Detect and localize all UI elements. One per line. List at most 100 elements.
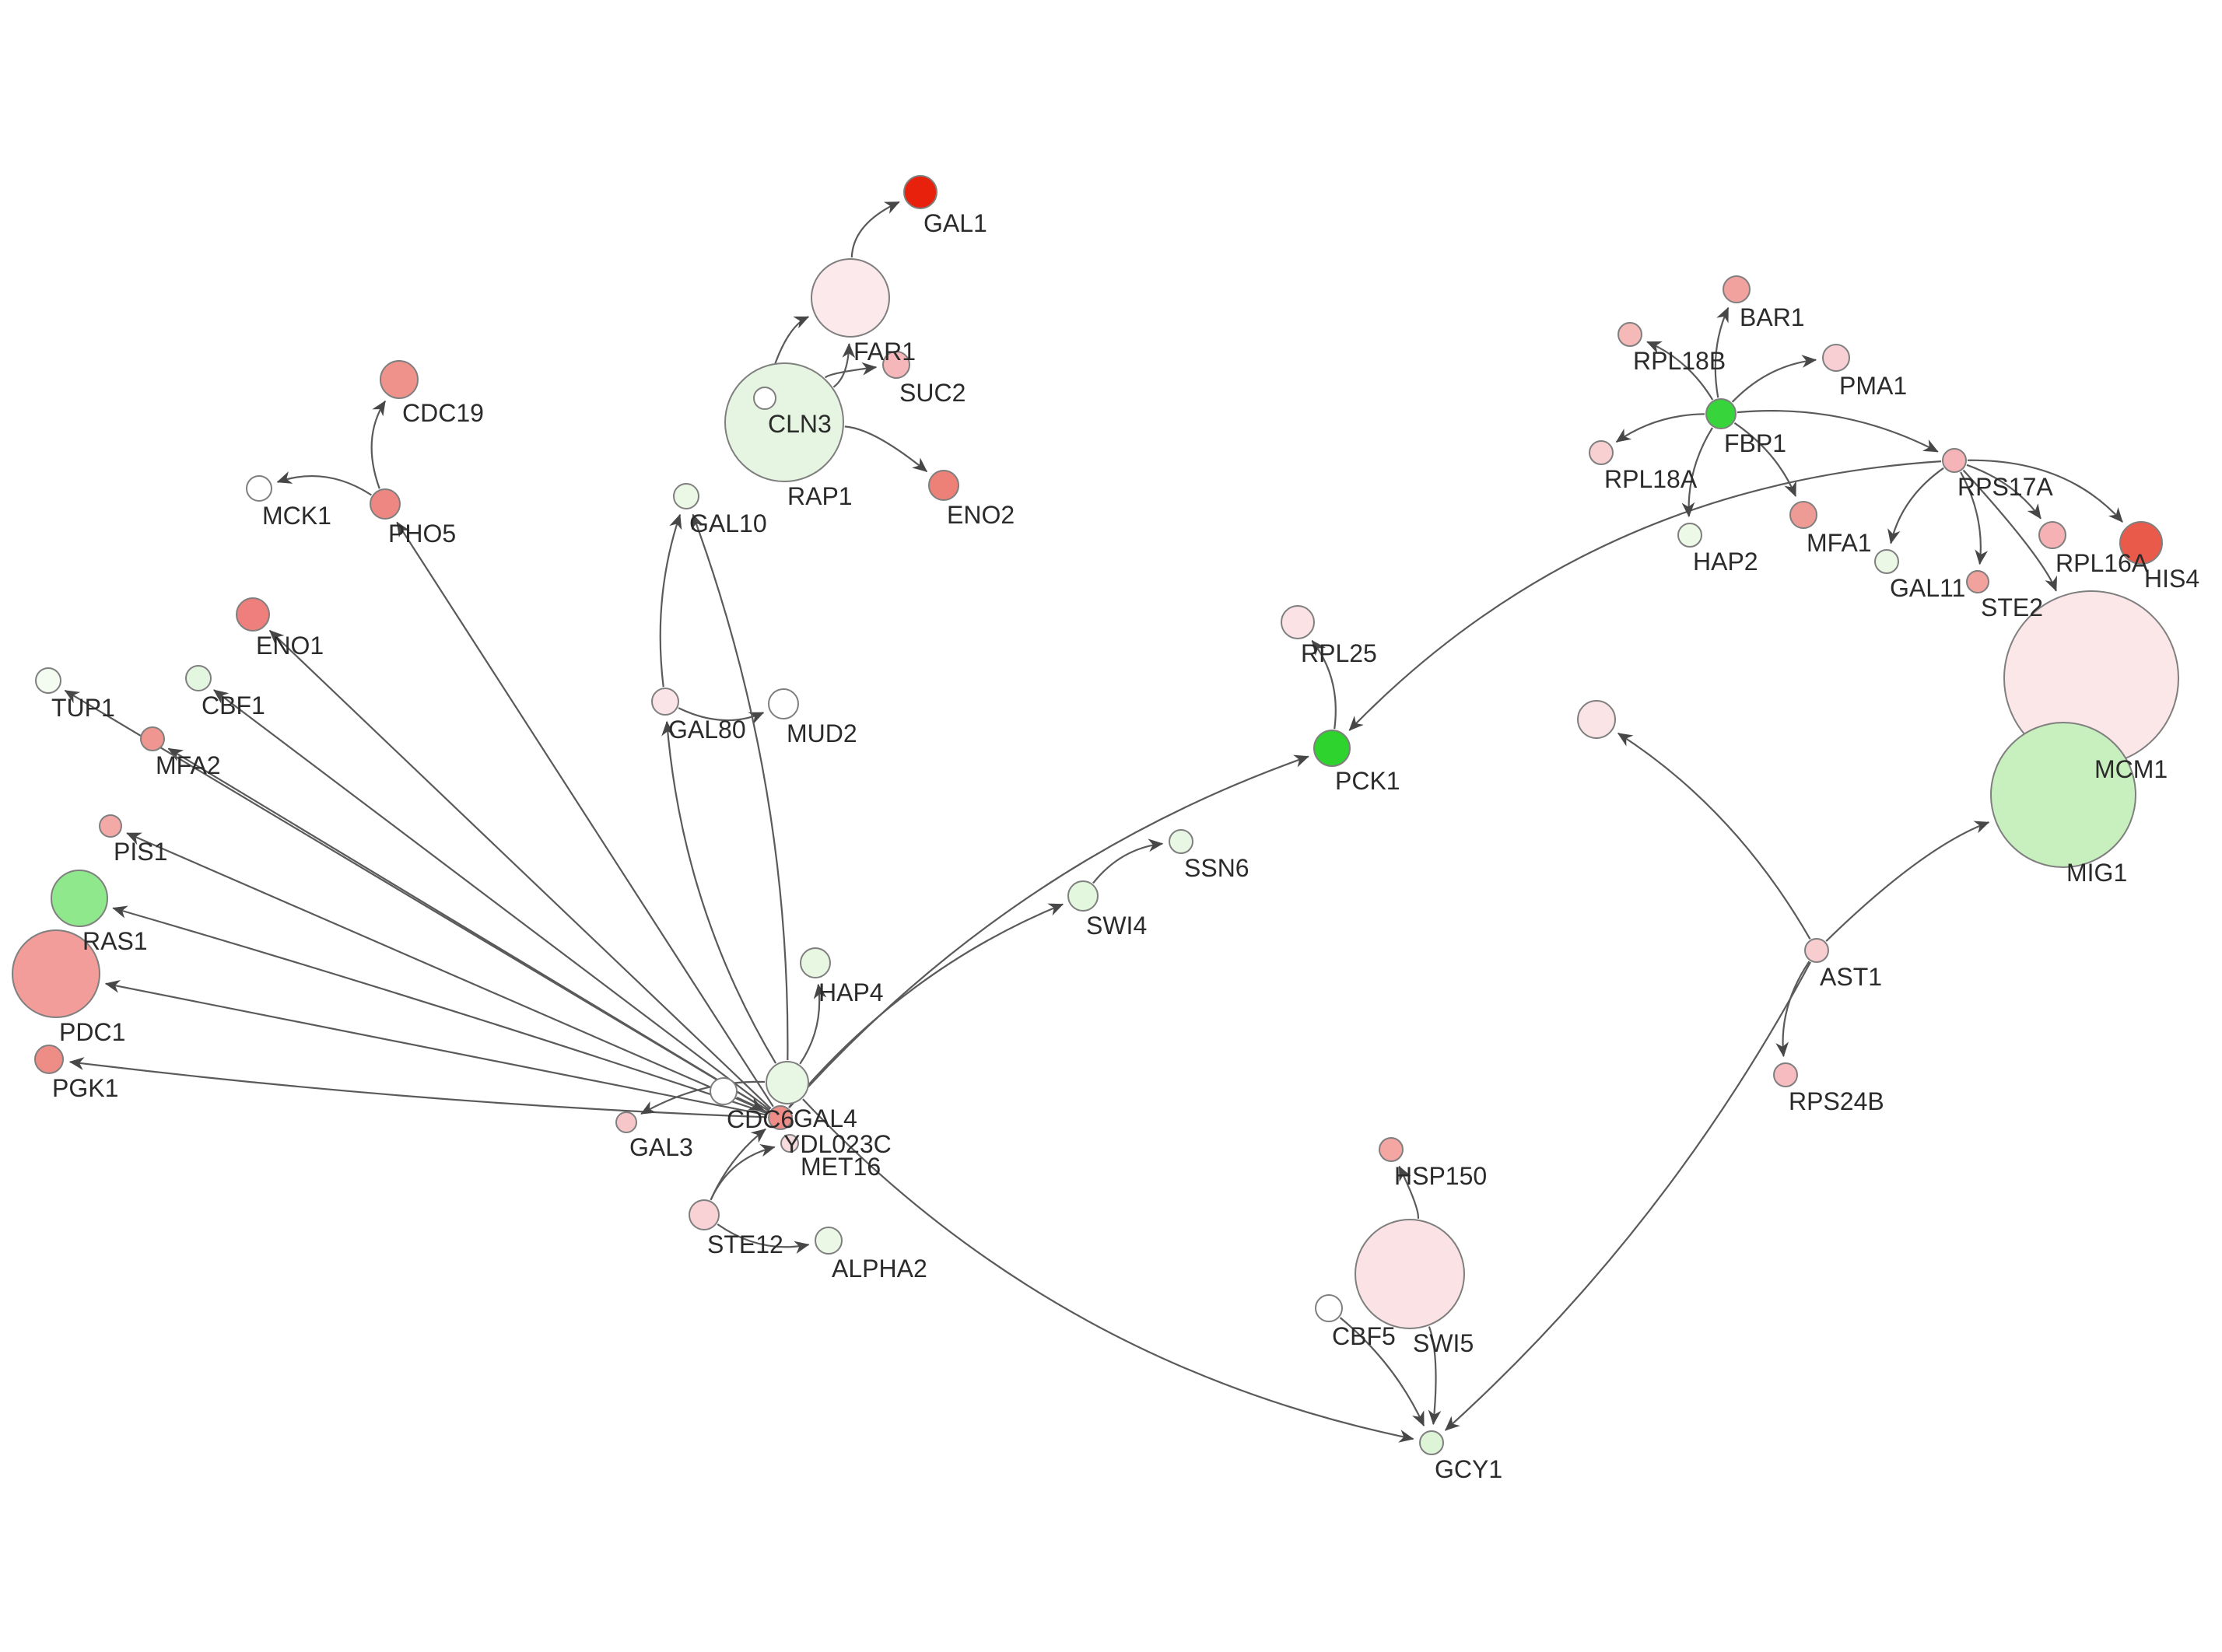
node-ssn6[interactable] xyxy=(1169,829,1193,854)
edge-PHO5-CDC19[interactable] xyxy=(370,400,387,489)
node-swi4[interactable] xyxy=(1067,880,1099,912)
edge-SWI5-GCY1[interactable] xyxy=(1428,1326,1442,1426)
node-ste12[interactable] xyxy=(689,1199,720,1230)
node-rps17a[interactable] xyxy=(1942,448,1967,473)
node-cdc19[interactable] xyxy=(380,360,419,399)
edge-SWI4-SSN6[interactable] xyxy=(1092,838,1164,884)
node-eno2[interactable] xyxy=(928,470,959,501)
node-pck1[interactable] xyxy=(1313,730,1351,767)
edge-AST1-UNNAMED1[interactable] xyxy=(1617,732,1811,940)
edge-FBP1-BAR1[interactable] xyxy=(1714,306,1730,398)
node-rpl16a[interactable] xyxy=(2038,521,2066,549)
node-gal3[interactable] xyxy=(615,1111,637,1133)
edge-GAL4-GAL3[interactable] xyxy=(640,1080,766,1115)
node-suc2[interactable] xyxy=(882,351,910,379)
edge-RAP1-SUC2[interactable] xyxy=(824,362,878,379)
edge-STE12-ALPHA2[interactable] xyxy=(717,1223,810,1255)
edge-RAP1-ENO2[interactable] xyxy=(844,425,928,473)
edge-AST1-MIG1[interactable] xyxy=(1825,821,1990,942)
node-mfa1[interactable] xyxy=(1789,501,1817,529)
node-gal80[interactable] xyxy=(651,688,679,716)
edge-YDL023C-ENO1[interactable] xyxy=(268,629,772,1110)
edge-CDC6-YDL023C[interactable] xyxy=(736,1097,765,1111)
node-cbf1[interactable] xyxy=(185,665,212,691)
edge-RAP1-FAR1[interactable] xyxy=(832,343,856,388)
node-mig1[interactable] xyxy=(1990,722,2136,868)
node-eno1[interactable] xyxy=(236,597,270,632)
node-rps24b[interactable] xyxy=(1773,1062,1798,1087)
edge-STE12-MET16[interactable] xyxy=(710,1143,776,1201)
edge-GAL4-GAL10[interactable] xyxy=(691,513,789,1061)
edge-YDL023C-SWI4[interactable] xyxy=(788,903,1064,1108)
node-cdc6[interactable] xyxy=(710,1077,738,1105)
node-gal1[interactable] xyxy=(903,175,938,209)
edge-CBF5-GCY1[interactable] xyxy=(1339,1317,1425,1427)
node-gal11[interactable] xyxy=(1874,549,1899,574)
edge-RPS17A-STE2[interactable] xyxy=(1960,471,1989,565)
node-pma1[interactable] xyxy=(1822,344,1850,372)
edge-FBP1-RPS17A[interactable] xyxy=(1737,410,1939,453)
node-pho5[interactable] xyxy=(370,488,401,520)
node-gal10[interactable] xyxy=(673,483,699,509)
node-far1[interactable] xyxy=(811,258,890,338)
node-met16[interactable] xyxy=(780,1134,799,1153)
edge-AST1-GCY1[interactable] xyxy=(1445,961,1811,1431)
node-cbf5[interactable] xyxy=(1315,1294,1343,1322)
node-pis1[interactable] xyxy=(99,814,122,838)
edge-FAR1-GAL1[interactable] xyxy=(850,201,900,258)
edge-FBP1-MFA1[interactable] xyxy=(1733,422,1797,497)
edge-YDL023C-PHO5[interactable] xyxy=(396,521,774,1108)
node-fbp1[interactable] xyxy=(1705,398,1737,429)
node-ras1[interactable] xyxy=(51,870,108,927)
node-unnamed1[interactable] xyxy=(1577,700,1616,739)
edge-GAL80-GAL10[interactable] xyxy=(659,513,682,688)
node-cln3[interactable] xyxy=(753,387,776,410)
edge-GAL4-GAL80[interactable] xyxy=(661,720,777,1064)
edge-YDL023C-TUP1[interactable] xyxy=(64,689,769,1112)
edge-FBP1-PMA1[interactable] xyxy=(1731,355,1817,403)
edge-FBP1-HAP2[interactable] xyxy=(1681,427,1713,517)
node-mfa2[interactable] xyxy=(140,726,165,751)
node-tup1[interactable] xyxy=(35,667,61,694)
node-hap2[interactable] xyxy=(1677,523,1702,548)
node-ste2[interactable] xyxy=(1966,570,1989,593)
node-rpl18b[interactable] xyxy=(1617,322,1642,347)
node-swi5[interactable] xyxy=(1355,1219,1465,1329)
edge-RPS17A-MCM1[interactable] xyxy=(1962,469,2057,592)
node-gal4[interactable] xyxy=(766,1061,809,1104)
node-ast1[interactable] xyxy=(1804,938,1829,963)
edge-RPS17A-GAL11[interactable] xyxy=(1887,467,1944,544)
edge-PHO5-MCK1[interactable] xyxy=(276,471,373,496)
edge-RPS17A-RPL16A[interactable] xyxy=(1966,464,2042,520)
edge-YDL023C-PGK1[interactable] xyxy=(68,1057,768,1118)
edge-YDL023C-PDC1[interactable] xyxy=(104,979,768,1116)
node-gcy1[interactable] xyxy=(1419,1430,1444,1455)
edge-FBP1-RPL18B[interactable] xyxy=(1646,341,1714,401)
node-alpha2[interactable] xyxy=(815,1227,843,1255)
node-pgk1[interactable] xyxy=(34,1045,64,1074)
edge-RPS17A-PCK1[interactable] xyxy=(1348,460,1942,731)
node-pdc1[interactable] xyxy=(12,929,100,1018)
edge-GAL4-GCY1[interactable] xyxy=(802,1098,1414,1443)
edge-SWI5-HSP150[interactable] xyxy=(1398,1165,1419,1219)
node-ydl023c[interactable] xyxy=(768,1105,793,1130)
node-rpl18a[interactable] xyxy=(1589,440,1614,465)
edge-YDL023C-PCK1[interactable] xyxy=(788,754,1309,1109)
edge-RPS17A-HIS4[interactable] xyxy=(1967,459,2123,523)
node-mck1[interactable] xyxy=(246,475,272,502)
node-hap4[interactable] xyxy=(800,947,831,978)
edge-AST1-RPS24B[interactable] xyxy=(1775,961,1810,1058)
edge-YDL023C-RAS1[interactable] xyxy=(112,905,769,1115)
edge-YDL023C-PIS1[interactable] xyxy=(126,832,769,1114)
node-mud2[interactable] xyxy=(768,688,799,719)
edge-YDL023C-CBF1[interactable] xyxy=(213,689,771,1111)
edge-PCK1-RPL25[interactable] xyxy=(1311,639,1337,730)
edge-GAL4-HAP4[interactable] xyxy=(799,983,827,1065)
edge-FBP1-RPL18A[interactable] xyxy=(1615,413,1705,443)
node-hsp150[interactable] xyxy=(1379,1137,1404,1162)
node-rpl25[interactable] xyxy=(1281,605,1315,639)
node-his4[interactable] xyxy=(2119,521,2163,565)
edge-GAL80-MUD2[interactable] xyxy=(678,707,765,725)
node-bar1[interactable] xyxy=(1723,275,1751,303)
